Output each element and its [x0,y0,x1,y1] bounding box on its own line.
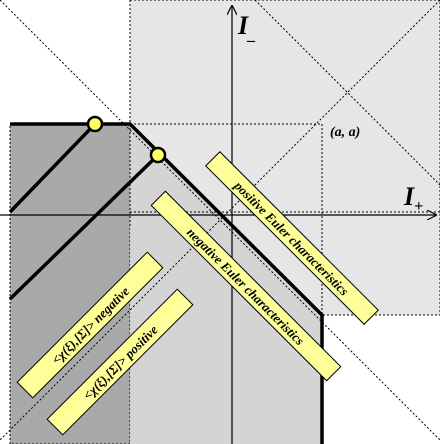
lower-diagonal-boundary [8,153,160,301]
diagonal-band [130,226,322,444]
upper-diagonal-boundary [8,122,97,214]
lower-marker [149,146,167,164]
y-axis-label: I_ [237,11,256,44]
upper-marker [86,115,104,133]
point-label: (a, a) [330,125,360,140]
x-axis-label: I+ [403,182,423,215]
outer-boundary [10,122,324,444]
